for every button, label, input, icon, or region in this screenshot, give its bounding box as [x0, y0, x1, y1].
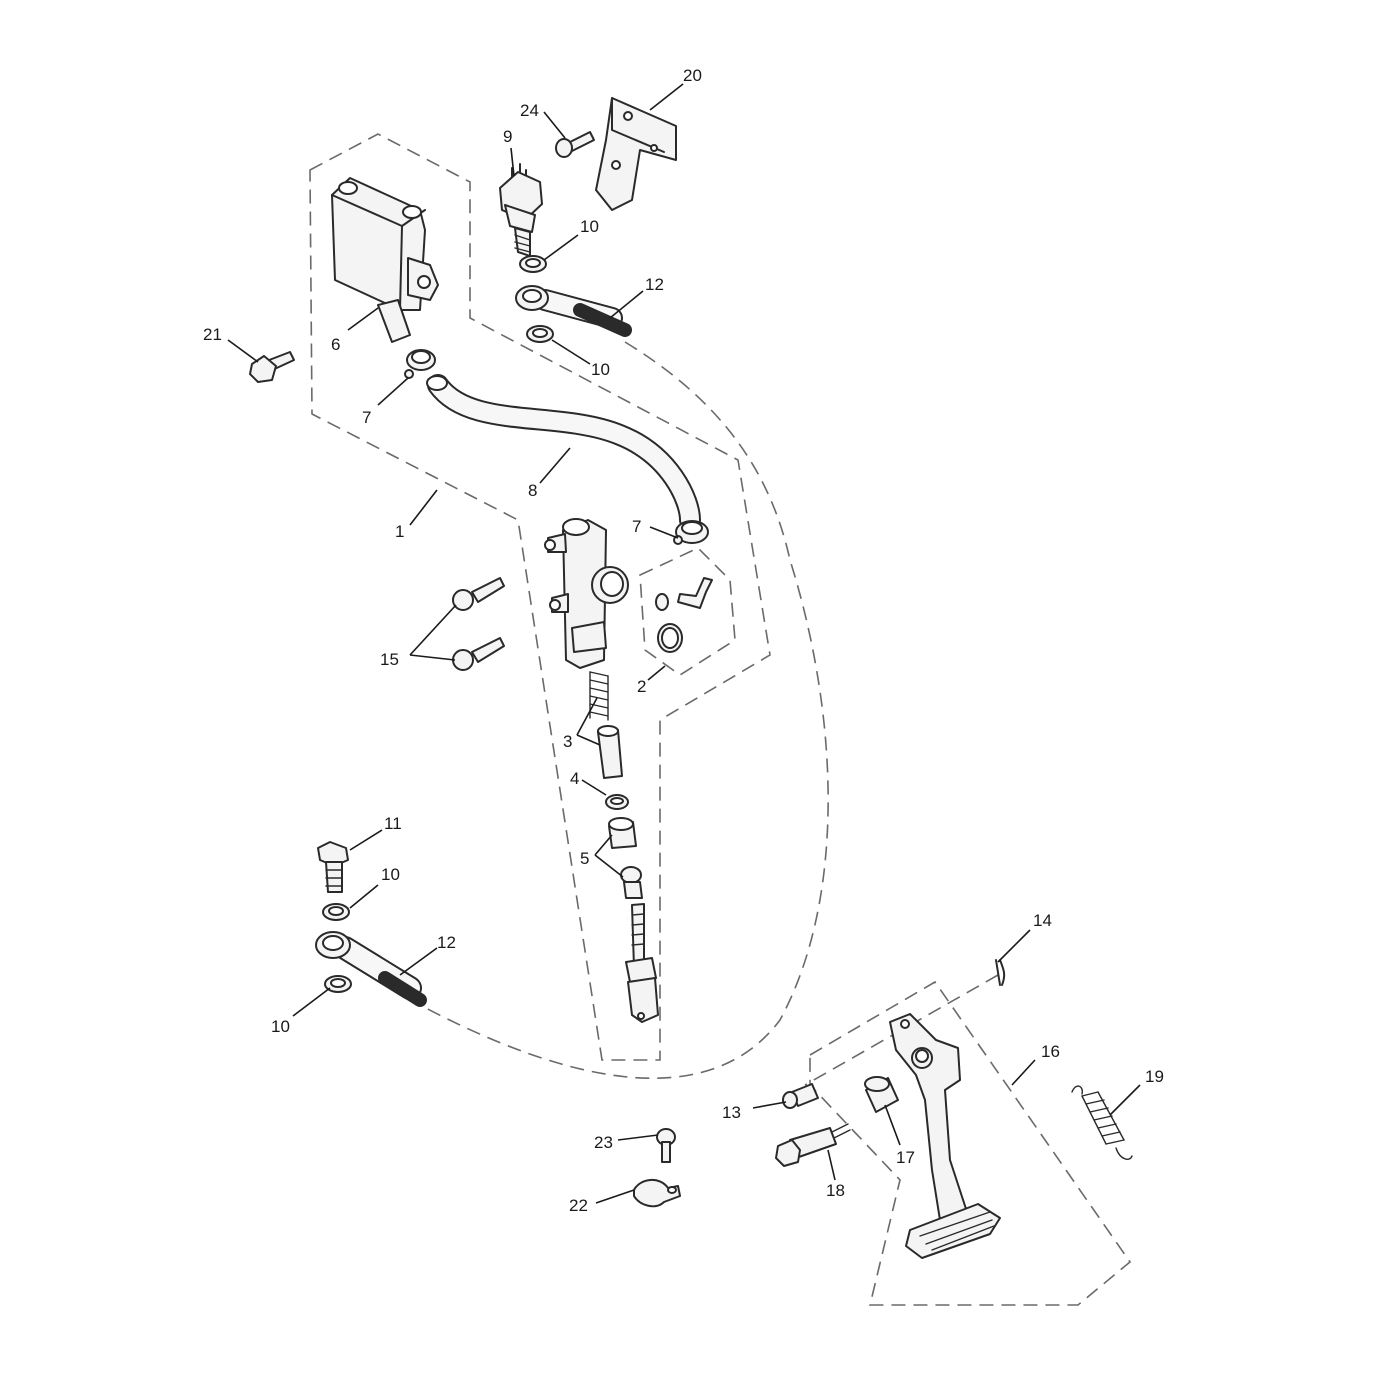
group-outlines	[309, 133, 1132, 1306]
callout-18: 18	[826, 1181, 845, 1200]
callout-17: 17	[896, 1148, 915, 1167]
hose-clip-lower	[673, 520, 709, 545]
reservoir-hose	[426, 374, 701, 531]
washer-lower-1	[322, 903, 350, 921]
callout-3: 3	[563, 732, 572, 751]
washer-top-2	[526, 325, 554, 343]
mounting-bracket	[595, 97, 677, 211]
split-pin	[995, 959, 1006, 986]
seal-ring	[605, 794, 629, 810]
hose-routing-curve	[419, 341, 829, 1080]
pivot-pin	[782, 1083, 819, 1109]
banjo-top	[515, 285, 632, 337]
assembly-2-outline	[639, 547, 736, 676]
callout-7a: 7	[362, 408, 371, 427]
callout-12b: 12	[437, 933, 456, 952]
piston	[597, 725, 623, 779]
callout-22: 22	[569, 1196, 588, 1215]
leader-lines	[227, 83, 1141, 1204]
elbow-fitting	[655, 577, 713, 653]
callout-11: 11	[384, 814, 402, 833]
pivot-bush	[864, 1076, 899, 1113]
callout-7b: 7	[632, 517, 641, 536]
reservoir	[331, 177, 439, 343]
callout-5: 5	[580, 849, 589, 868]
bracket-bolt	[555, 131, 595, 158]
callout-21: 21	[203, 325, 222, 344]
pressure-switch	[499, 163, 543, 257]
callout-10b: 10	[591, 360, 610, 379]
callout-19: 19	[1145, 1067, 1164, 1086]
callout-12a: 12	[645, 275, 664, 294]
callout-8: 8	[528, 481, 537, 500]
callout-1: 1	[395, 522, 404, 541]
spring	[589, 671, 609, 721]
callout-24: 24	[520, 101, 539, 120]
return-spring	[1071, 1085, 1133, 1160]
washer-lower-2	[324, 975, 352, 993]
mounting-bolt-lower	[452, 637, 505, 671]
pivot-bolt	[775, 1123, 851, 1167]
p-clip	[633, 1179, 681, 1208]
callout-16: 16	[1041, 1042, 1060, 1061]
banjo-bolt	[317, 841, 349, 893]
banjo-lower	[315, 931, 427, 1007]
washer-top-1	[519, 255, 547, 273]
hose-clip-top	[404, 349, 436, 379]
callout-10d: 10	[271, 1017, 290, 1036]
master-cylinder	[544, 518, 629, 669]
boot	[608, 817, 643, 899]
callout-6: 6	[331, 335, 340, 354]
callout-23: 23	[594, 1133, 613, 1152]
assembly-1-outline	[309, 133, 771, 1061]
callout-9: 9	[503, 127, 512, 146]
callout-14: 14	[1033, 911, 1052, 930]
callout-20: 20	[683, 66, 702, 85]
callout-labels: 1 2 3 4 5 6 7 7 8 9 10 10 10 10 11 12 12…	[203, 66, 1164, 1215]
callout-2: 2	[637, 677, 646, 696]
push-rod	[625, 903, 659, 1023]
brake-pedal	[889, 1013, 1001, 1259]
ball-stud	[656, 1128, 676, 1163]
callout-10a: 10	[580, 217, 599, 236]
callout-15: 15	[380, 650, 399, 669]
callout-13: 13	[722, 1103, 741, 1122]
mounting-bolt-upper	[452, 577, 505, 611]
callout-4: 4	[570, 769, 579, 788]
reservoir-bolt	[249, 351, 295, 383]
callout-10c: 10	[381, 865, 400, 884]
pedal-assembly-outline	[809, 980, 1132, 1306]
